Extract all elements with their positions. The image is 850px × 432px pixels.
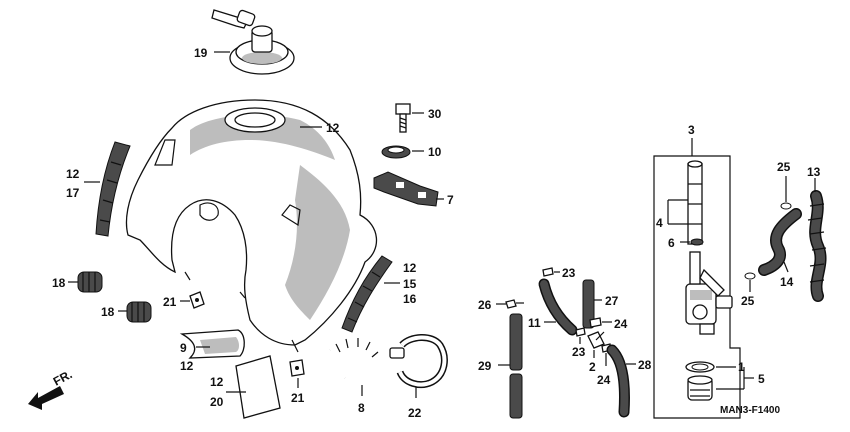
fuel-hose-27 (582, 279, 595, 329)
label-20: 20 (210, 395, 224, 409)
label-14: 14 (780, 275, 794, 289)
label-12e: 12 (403, 261, 417, 275)
tank-band-8 (328, 336, 384, 384)
label-29: 29 (478, 359, 492, 373)
label-1: 1 (738, 360, 745, 374)
label-12b: 12 (66, 167, 80, 181)
label-30: 30 (428, 107, 442, 121)
fuel-valve-box (653, 155, 741, 419)
label-22: 22 (408, 406, 422, 420)
label-3: 3 (688, 123, 695, 137)
sediment-cup-5 (685, 361, 715, 401)
tank-strip-rear (341, 255, 393, 333)
hose-clip-24-upper (589, 317, 602, 328)
mount-rubber-7 (373, 171, 439, 207)
hose-clip-26 (505, 299, 524, 309)
damper-rubber-1 (77, 271, 103, 293)
label-12d: 12 (210, 375, 224, 389)
label-28: 28 (638, 358, 652, 372)
fuel-valve-body (685, 251, 733, 335)
label-10: 10 (428, 145, 442, 159)
fuel-tank (125, 99, 378, 353)
fuel-hose-28 (606, 344, 630, 418)
label-25a: 25 (777, 160, 791, 174)
label-23b: 23 (572, 345, 586, 359)
tank-pad (179, 329, 245, 359)
label-5: 5 (758, 372, 765, 386)
label-18a: 18 (52, 276, 66, 290)
clip-21-lower (289, 359, 305, 377)
label-18b: 18 (101, 305, 115, 319)
damper-rubber-2 (126, 301, 152, 323)
direction-label: FR. (51, 367, 75, 388)
label-2: 2 (589, 360, 596, 374)
label-13: 13 (807, 165, 821, 179)
label-24a: 24 (614, 317, 628, 331)
fuel-hose-29 (509, 313, 523, 419)
label-11: 11 (528, 316, 541, 330)
label-9: 9 (180, 341, 187, 355)
label-17: 17 (66, 186, 80, 200)
label-21a: 21 (163, 295, 177, 309)
label-21b: 21 (291, 391, 305, 405)
leader-14 (783, 261, 789, 273)
label-26: 26 (478, 298, 492, 312)
label-19: 19 (194, 46, 208, 60)
label-12a: 12 (326, 121, 340, 135)
hose-clip-25-lower (744, 272, 756, 280)
caution-label-sheet (235, 355, 281, 419)
o-ring-6 (690, 238, 704, 246)
label-8: 8 (358, 401, 365, 415)
hose-clip-23-lower (575, 327, 586, 337)
hose-clip-25-upper (780, 202, 792, 210)
label-6: 6 (668, 236, 675, 250)
label-12c: 12 (180, 359, 194, 373)
three-way-joint-2 (587, 331, 605, 349)
ignition-key (211, 9, 256, 29)
breather-hose-14 (758, 208, 802, 276)
bolt-30 (395, 103, 411, 133)
label-24b: 24 (597, 373, 611, 387)
clip-21-upper (189, 291, 205, 309)
label-15: 15 (403, 277, 417, 291)
fuel-hose-11 (538, 278, 578, 336)
drain-hose-13 (807, 190, 827, 302)
tank-strip-front (95, 141, 131, 237)
label-23a: 23 (562, 266, 576, 280)
label-16: 16 (403, 292, 417, 306)
label-27: 27 (605, 294, 619, 308)
hose-clip-23-upper (542, 267, 554, 277)
front-direction-arrow (28, 386, 64, 410)
label-7: 7 (447, 193, 454, 207)
label-4: 4 (656, 216, 663, 230)
reference-code: MAN3-F1400 (720, 405, 780, 416)
fuel-cap (229, 25, 295, 75)
tank-band-22 (389, 334, 448, 389)
label-25b: 25 (741, 294, 755, 308)
fuel-strainer-4 (687, 160, 703, 245)
grommet-10 (381, 145, 411, 159)
